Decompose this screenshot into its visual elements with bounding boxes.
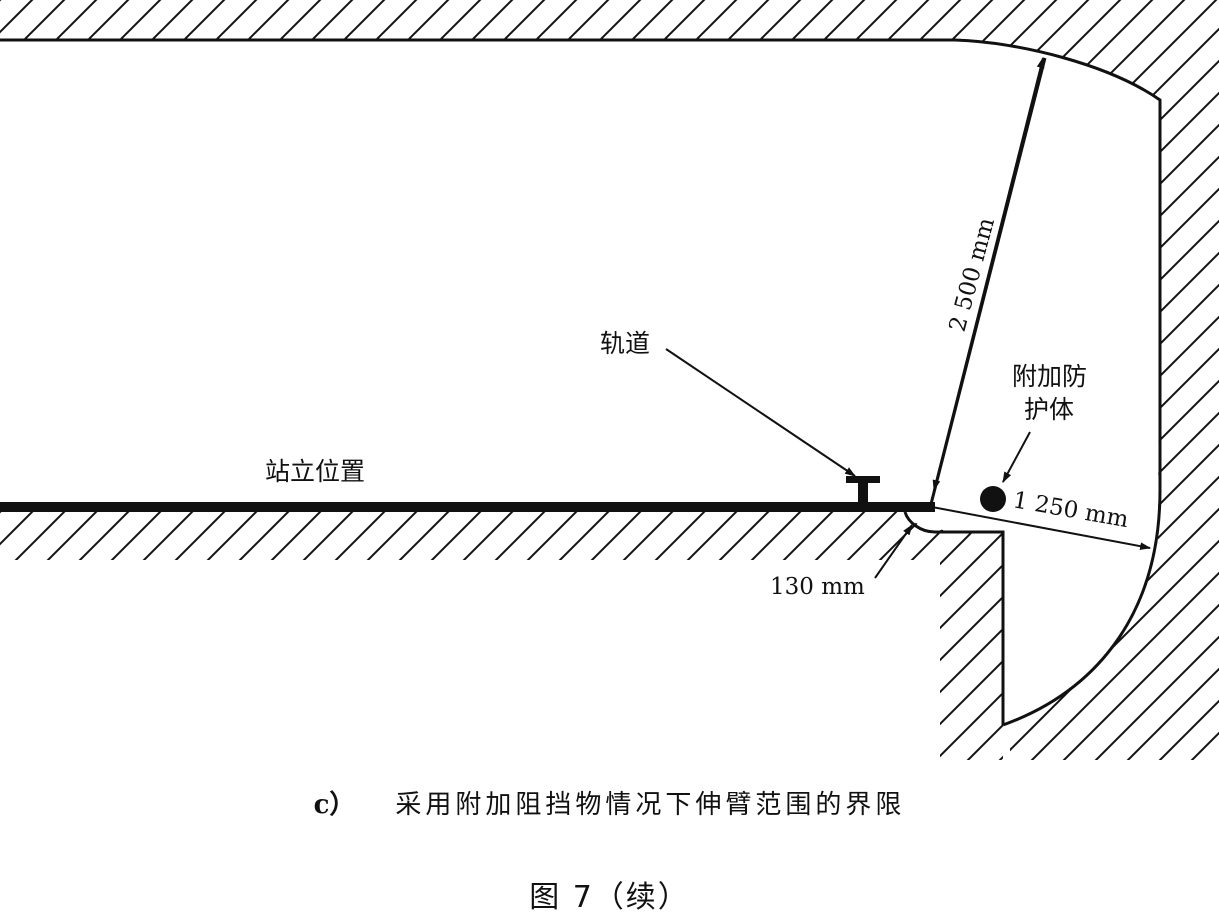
- dimension-1250-label: 1 250 mm: [1011, 487, 1131, 533]
- track-leader: [665, 348, 856, 477]
- right-wall-hatch: [1010, 100, 1219, 760]
- sub-figure-caption: c） 采用附加阻挡物情况下伸臂范围的界限: [0, 784, 1219, 821]
- dimension-2500-line: [932, 56, 1045, 492]
- dimension-lines: [665, 56, 1152, 579]
- dimension-1250-line: [931, 506, 1152, 550]
- sub-figure-title: 采用附加阻挡物情况下伸臂范围的界限: [395, 790, 906, 820]
- ground-hatch: [0, 512, 1003, 760]
- ceiling-line: [0, 38, 1162, 727]
- guard-leader: [1002, 431, 1031, 483]
- guard-body-marker: [980, 486, 1006, 512]
- pit-wall-line: [903, 511, 1005, 725]
- guard-label-line2: 护体: [1024, 395, 1074, 424]
- standing-position-label: 站立位置: [265, 457, 365, 486]
- figure-caption: 图 7（续）: [529, 880, 690, 915]
- dimension-2500-label: 2 500 mm: [945, 215, 1000, 335]
- rail-icon: [846, 476, 880, 504]
- dimension-130-label: 130 mm: [770, 574, 865, 600]
- platform-floor: [0, 502, 935, 512]
- track-label: 轨道: [600, 329, 650, 358]
- dimension-130-leader: [874, 524, 913, 579]
- sub-figure-letter: c）: [313, 790, 356, 820]
- guard-label-line1: 附加防: [1012, 362, 1087, 391]
- ceiling-hatch: [0, 0, 1219, 100]
